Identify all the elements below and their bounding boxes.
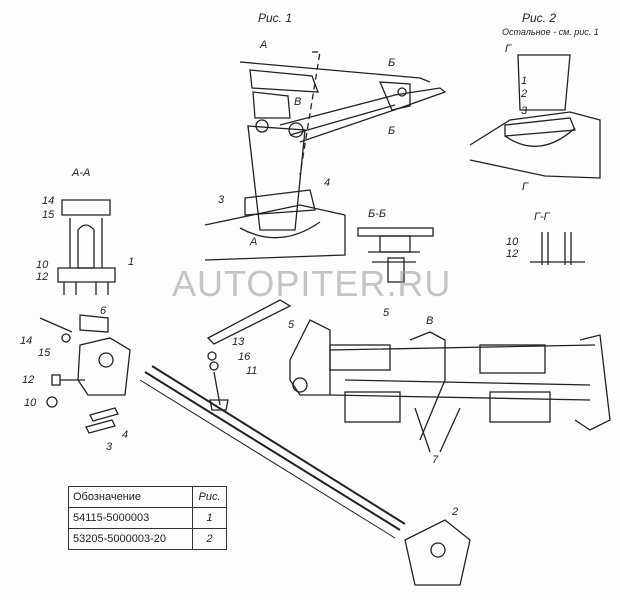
callout-14: 14: [42, 195, 55, 207]
callout-15: 15: [38, 347, 51, 359]
callout-1: 1: [128, 256, 135, 268]
table-header-row: Обозначение Рис.: [68, 486, 227, 508]
callout-10: 10: [24, 397, 37, 409]
section-bb: Б-Б: [368, 208, 386, 220]
marker-b: Б: [388, 125, 396, 137]
marker-g: Г: [505, 43, 511, 55]
watermark: AUTOPITER.RU: [172, 263, 452, 304]
marker-v: В: [426, 315, 434, 327]
callout-12: 12: [506, 248, 519, 260]
callout-12: 12: [22, 374, 35, 386]
callout-1: 1: [521, 75, 528, 87]
callout-10: 10: [36, 259, 49, 271]
fig2-note: Остальное - см. рис. 1: [502, 27, 599, 37]
callout-3: 3: [521, 105, 528, 117]
fig2-title: Рис. 2: [522, 11, 557, 25]
callout-3: 3: [218, 194, 225, 206]
callout-5: 5: [383, 307, 390, 319]
fig1-title: Рис. 1: [258, 11, 293, 25]
marker-v: В: [294, 96, 302, 108]
callout-12: 12: [36, 271, 49, 283]
header-designation: Обозначение: [68, 486, 193, 508]
marker-a: А: [250, 236, 258, 248]
fig-cell: 2: [192, 528, 227, 550]
callout-6: 6: [100, 305, 107, 317]
marker-g: Г: [522, 181, 528, 193]
header-fig: Рис.: [192, 486, 227, 508]
section-aa: А-А: [72, 167, 91, 179]
designation-cell: 54115-5000003: [68, 507, 193, 529]
fig-cell: 1: [192, 507, 227, 529]
callout-2: 2: [452, 506, 459, 518]
designation-cell: 53205-5000003-20: [68, 528, 193, 550]
designation-table: Обозначение Рис. 54115-5000003 1 53205-5…: [68, 486, 227, 550]
callout-4: 4: [324, 177, 331, 189]
callout-13: 13: [232, 336, 245, 348]
callout-7: 7: [432, 454, 439, 466]
callout-10: 10: [506, 236, 519, 248]
callout-4: 4: [122, 429, 129, 441]
marker-b: Б: [388, 57, 396, 69]
table-row: 53205-5000003-20 2: [68, 528, 227, 550]
callout-2: 2: [521, 88, 528, 100]
marker-a: А: [260, 39, 268, 51]
callout-15: 15: [42, 209, 55, 221]
callout-3: 3: [106, 441, 113, 453]
callout-16: 16: [238, 351, 251, 363]
callout-11: 11: [246, 365, 258, 377]
section-gg: Г-Г: [534, 211, 550, 223]
callout-14: 14: [20, 335, 33, 347]
table-row: 54115-5000003 1: [68, 507, 227, 529]
callout-5: 5: [288, 319, 295, 331]
